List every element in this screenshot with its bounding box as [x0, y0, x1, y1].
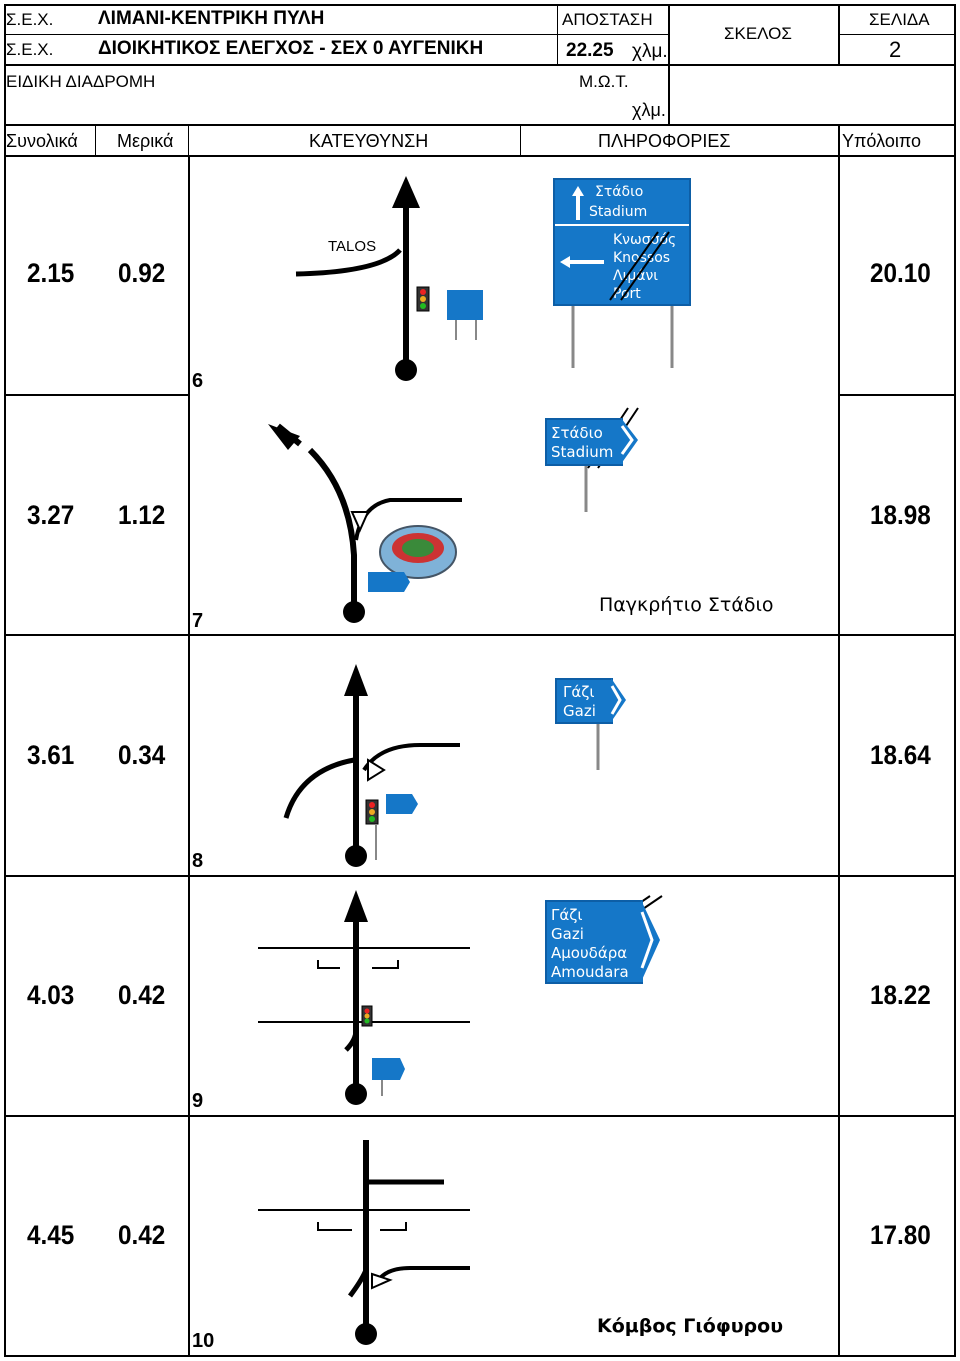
- row-4-sign-line-4: Amoudara: [551, 963, 629, 981]
- col-direction: ΚΑΤΕΥΘΥΝΣΗ: [309, 131, 429, 151]
- row-3-index: 8: [192, 850, 204, 872]
- col-info: ΠΛΗΡΟΦΟΡΙΕΣ: [598, 131, 731, 151]
- row-2-sign-line-2: Stadium: [551, 443, 614, 461]
- distance-unit: χλμ.: [632, 41, 668, 62]
- row-1-junction-diagram: [295, 176, 674, 381]
- row-5-index: 10: [192, 1330, 215, 1352]
- row-3-remaining: 18.64: [870, 740, 931, 770]
- row-3-partial: 0.34: [118, 740, 166, 770]
- row-5-junction-diagram: [258, 1140, 470, 1345]
- row-2-partial: 1.12: [118, 500, 166, 530]
- row-2-remaining: 18.98: [870, 500, 931, 530]
- row-4-partial: 0.42: [118, 980, 166, 1010]
- row-4-direction-sign: Γάζι Gazi Αμουδάρα Amoudara: [545, 900, 643, 984]
- mot-unit: χλμ.: [632, 100, 666, 120]
- row-5-partial: 0.42: [118, 1220, 166, 1250]
- row-1-sign-line-4: Knossos: [613, 250, 671, 266]
- row-2-sign-line-1: Στάδιο: [551, 424, 603, 442]
- sex-label-2: Σ.Ε.Χ.: [6, 40, 54, 59]
- row-3-junction-diagram: [283, 664, 603, 867]
- distance-label: ΑΠΟΣΤΑΣΗ: [562, 10, 653, 29]
- row-4-junction-diagram: [258, 890, 663, 1105]
- col-partial: Μερικά: [117, 131, 174, 151]
- row-1-road-label: TALOS: [328, 238, 377, 255]
- row-1-sign-line-1: Στάδιο: [595, 184, 644, 200]
- check-title: ΔΙΟΙΚΗΤΙΚΟΣ ΕΛΕΓΧΟΣ - ΣΕΧ 0 ΑΥΓΕΝΙΚΗ: [98, 38, 484, 59]
- row-4-sign-line-3: Αμουδάρα: [551, 944, 628, 962]
- mot-label: Μ.Ω.Τ.: [579, 72, 629, 91]
- row-3-total: 3.61: [27, 740, 75, 770]
- row-5-note: Κόμβος Γιόφυρου: [597, 1315, 784, 1337]
- row-2-note: Παγκρήτιο Στάδιο: [599, 594, 774, 616]
- row-3-sign-line-2: Gazi: [563, 702, 596, 720]
- row-4-sign-line-1: Γάζι: [551, 906, 583, 924]
- row-5-total: 4.45: [27, 1220, 75, 1250]
- row-1-partial: 0.92: [118, 258, 166, 288]
- row-1-sign-line-2: Stadium: [589, 204, 648, 220]
- row-1-remaining: 20.10: [870, 258, 931, 288]
- special-route-label: ΕΙΔΙΚΗ ΔΙΑΔΡΟΜΗ: [6, 72, 156, 91]
- page-label: ΣΕΛΙΔΑ: [869, 10, 930, 29]
- row-2-total: 3.27: [27, 500, 75, 530]
- route-title: ΛΙΜΑΝΙ-ΚΕΝΤΡΙΚΗ ΠΥΛΗ: [98, 8, 325, 29]
- row-2-index: 7: [192, 610, 204, 632]
- leg-label: ΣΚΕΛΟΣ: [724, 24, 792, 43]
- row-3-sign-line-1: Γάζι: [563, 683, 595, 701]
- row-3-direction-sign: Γάζι Gazi: [555, 678, 613, 724]
- col-remaining: Υπόλοιπο: [842, 131, 922, 151]
- row-1-sign-line-6: Port: [613, 286, 641, 302]
- row-4-index: 9: [192, 1090, 204, 1112]
- row-5-remaining: 17.80: [870, 1220, 931, 1250]
- distance-value: 22.25: [566, 40, 614, 61]
- row-1-index: 6: [192, 370, 204, 392]
- col-total: Συνολικά: [6, 131, 78, 151]
- page-number: 2: [889, 37, 902, 62]
- row-4-total: 4.03: [27, 980, 75, 1010]
- sex-label-1: Σ.Ε.Χ.: [6, 10, 54, 29]
- row-1-total: 2.15: [27, 258, 75, 288]
- row-2-direction-sign: Στάδιο Stadium: [545, 418, 623, 466]
- row-4-sign-line-2: Gazi: [551, 925, 584, 943]
- row-4-remaining: 18.22: [870, 980, 931, 1010]
